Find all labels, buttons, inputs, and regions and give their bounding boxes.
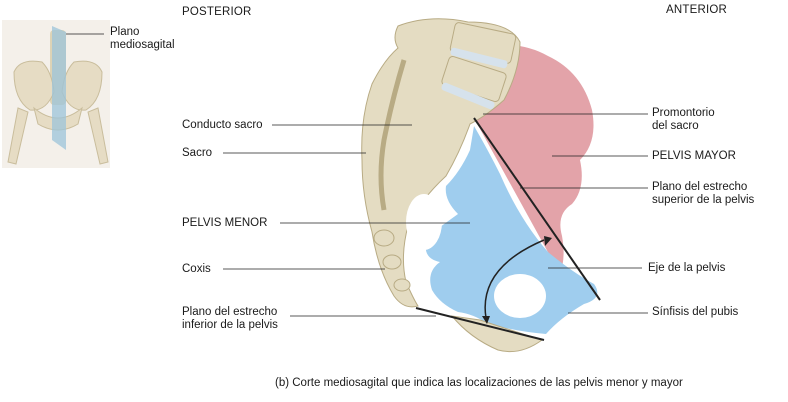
figure-caption: (b) Corte mediosagital que indica las lo… xyxy=(275,377,683,389)
inset-pelvis-figure xyxy=(2,20,110,168)
label-sinfisis: Sínfisis del pubis xyxy=(652,306,739,318)
pelvic-axis-arrowhead xyxy=(482,316,490,324)
intervertebral-disc xyxy=(441,82,495,110)
label-coxis: Coxis xyxy=(182,263,211,275)
label-plano-superior: Plano del estrecho superior de la pelvis xyxy=(652,181,755,206)
label-pelvis-mayor: PELVIS MAYOR xyxy=(652,150,736,162)
label-promontorio: Promontorio del sacro xyxy=(652,107,715,132)
pelvic-axis-arc xyxy=(484,239,545,319)
obturator-foramen xyxy=(494,274,546,318)
label-plano-mediosagital: Plano mediosagital xyxy=(110,26,175,51)
intervertebral-disc xyxy=(450,47,508,69)
hip-bone-region xyxy=(425,126,598,334)
label-plano-inferior: Plano del estrecho inferior de la pelvis xyxy=(182,306,278,331)
anterior-heading: ANTERIOR xyxy=(666,4,728,16)
label-pelvis-menor: PELVIS MENOR xyxy=(182,217,268,229)
pelvic-inlet-plane xyxy=(473,117,601,301)
greater-pelvis-region xyxy=(474,44,594,275)
posterior-heading: POSTERIOR xyxy=(182,6,252,18)
midsagittal-plane xyxy=(52,26,66,150)
label-sacro: Sacro xyxy=(182,147,213,159)
label-eje: Eje de la pelvis xyxy=(648,262,726,274)
label-conducto-sacro: Conducto sacro xyxy=(182,119,263,131)
pelvic-outlet-plane xyxy=(415,307,545,341)
pelvic-axis-arrowhead xyxy=(544,236,552,246)
